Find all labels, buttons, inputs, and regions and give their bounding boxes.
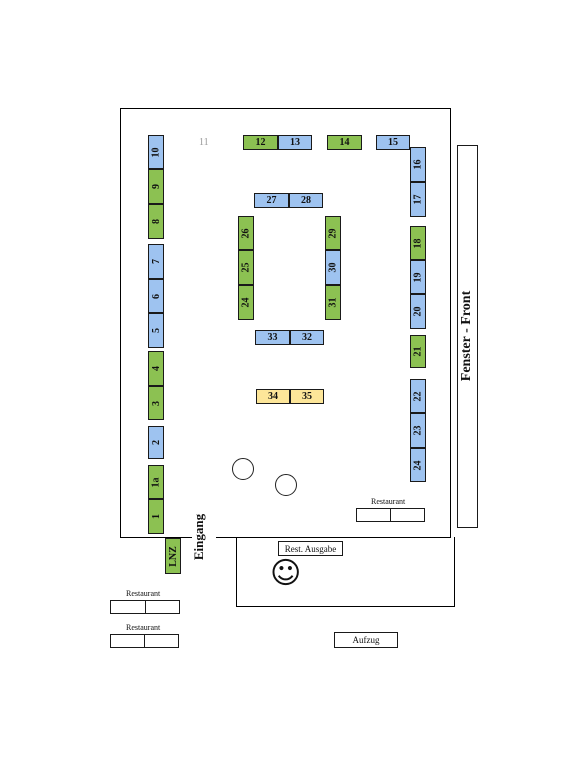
rest-ausgabe-box[interactable]: Rest. Ausgabe [278, 541, 343, 556]
hall-wall-top [120, 108, 451, 109]
table-3[interactable]: 3 [148, 386, 164, 420]
table-2[interactable]: 2 [148, 426, 164, 459]
table-6[interactable]: 6 [148, 279, 164, 313]
restaurant-right-table-b[interactable] [390, 508, 425, 522]
table-14[interactable]: 14 [327, 135, 362, 150]
table-31[interactable]: 30 [325, 250, 341, 285]
table-20[interactable]: 20 [410, 294, 426, 329]
round-table-2[interactable] [275, 474, 297, 496]
table-5[interactable]: 5 [148, 313, 164, 348]
restaurant-left-2-table-a[interactable] [110, 634, 145, 648]
table-19[interactable]: 19 [410, 260, 426, 294]
table-18[interactable]: 18 [410, 226, 426, 260]
hall-wall-bottom-right [216, 537, 451, 538]
table-13[interactable]: 13 [278, 135, 312, 150]
restaurant-left-2-table-b[interactable] [144, 634, 179, 648]
table-12[interactable]: 12 [243, 135, 278, 150]
table-27[interactable]: 26 [238, 216, 254, 250]
table-15[interactable]: 15 [376, 135, 410, 150]
table-1[interactable]: 1 [148, 499, 164, 534]
table-35[interactable]: 34 [256, 389, 290, 404]
table-9[interactable]: 9 [148, 169, 164, 204]
table-17[interactable]: 17 [410, 182, 426, 217]
smiley-icon: ☺ [270, 556, 302, 591]
table-16[interactable]: 16 [410, 147, 426, 182]
table-30[interactable]: 29 [325, 216, 341, 250]
hall-wall-left [120, 108, 121, 538]
table-24[interactable]: 24 [410, 448, 426, 482]
table-29[interactable]: 28 [289, 193, 323, 208]
hall-wall-bottom-left [120, 537, 192, 538]
table-25[interactable]: 24 [238, 285, 254, 320]
restaurant-right-label: Restaurant [371, 497, 406, 506]
window-front-label: Fenster - Front [459, 290, 474, 382]
table-21[interactable]: 21 [410, 335, 426, 368]
table-33[interactable]: 32 [290, 330, 324, 345]
restaurant-left-1-table-a[interactable] [110, 600, 146, 614]
annex-wall-left [236, 537, 237, 607]
restaurant-left-2-label: Restaurant [126, 623, 161, 632]
table-11-label[interactable]: 11 [199, 137, 209, 148]
table-8[interactable]: 8 [148, 204, 164, 239]
table-23[interactable]: 23 [410, 413, 426, 448]
table-28[interactable]: 27 [254, 193, 289, 208]
restaurant-left-1-table-b[interactable] [145, 600, 180, 614]
window-front [457, 145, 478, 528]
table-22[interactable]: 22 [410, 379, 426, 413]
table-32[interactable]: 31 [325, 285, 341, 320]
restaurant-right-table-a[interactable] [356, 508, 391, 522]
annex-wall-bottom [236, 606, 455, 607]
round-table-1[interactable] [232, 458, 254, 480]
table-10[interactable]: 10 [148, 135, 164, 169]
table-26[interactable]: 25 [238, 250, 254, 285]
annex-wall-right [454, 537, 455, 607]
table-lnz[interactable]: LNZ [165, 538, 181, 574]
elevator-box[interactable]: Aufzug [334, 632, 398, 648]
table-1a[interactable]: 1a [148, 465, 164, 499]
restaurant-left-1-label: Restaurant [126, 589, 161, 598]
table-36[interactable]: 35 [290, 389, 324, 404]
table-4[interactable]: 4 [148, 351, 164, 386]
table-7[interactable]: 7 [148, 244, 164, 279]
hall-wall-right [450, 108, 451, 538]
entrance-label: Eingang [191, 513, 206, 561]
table-34[interactable]: 33 [255, 330, 290, 345]
